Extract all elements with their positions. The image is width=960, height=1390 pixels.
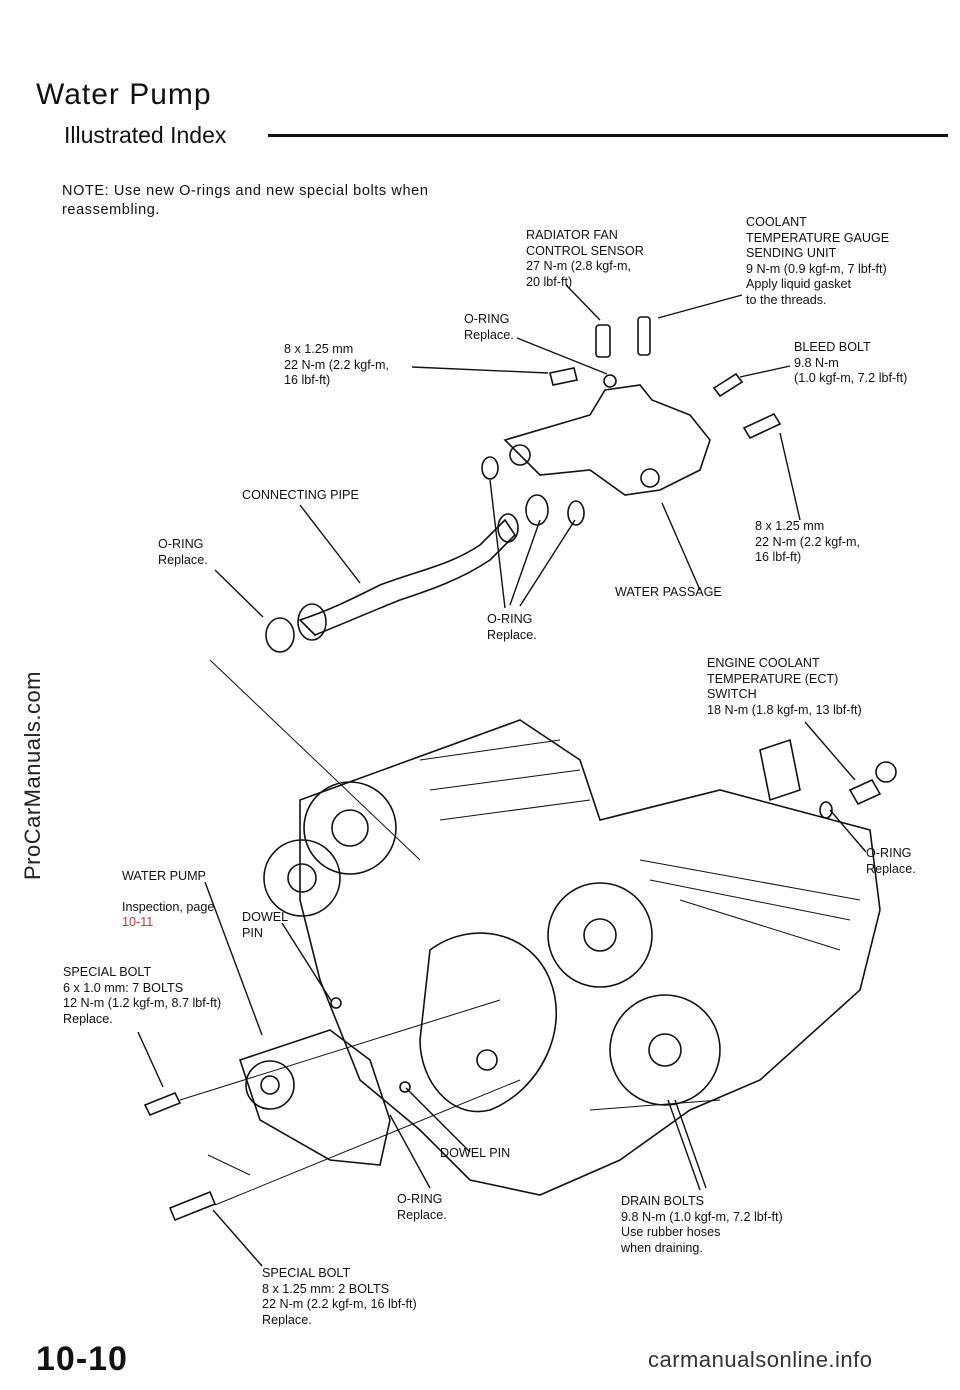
label-ect-switch: ENGINE COOLANT TEMPERATURE (ECT) SWITCH … (707, 656, 862, 717)
label-dowel-pin-bottom: DOWEL PIN (440, 1146, 511, 1160)
connecting-pipe (297, 513, 519, 641)
label-o-ring-left: O-RING Replace. (158, 537, 208, 567)
label-o-ring-center: O-RING Replace. (487, 612, 537, 642)
title-rule (268, 134, 948, 137)
water-pump-inspection: Inspection, page (122, 899, 215, 914)
label-coolant-temperature-gauge: COOLANT TEMPERATURE GAUGE SENDING UNIT 9… (746, 215, 890, 307)
reassembly-note: NOTE: Use new O-rings and new special bo… (62, 183, 429, 218)
label-bolt-8x125-top: 8 x 1.25 mm 22 N-m (2.2 kgf-m, 16 lbf-ft… (284, 342, 389, 387)
label-radiator-fan-control-sensor: RADIATOR FAN CONTROL SENSOR 27 N-m (2.8 … (526, 228, 644, 289)
label-drain-bolts: DRAIN BOLTS 9.8 N-m (1.0 kgf-m, 7.2 lbf-… (621, 1194, 783, 1255)
label-water-pump: WATER PUMP Inspection, page 10-11 (115, 853, 214, 931)
leader-lines (137, 284, 867, 1267)
footer-watermark: carmanualsonline.info (648, 1347, 873, 1372)
label-dowel-pin-top: DOWEL PIN (242, 910, 289, 940)
label-special-bolt-8x125: SPECIAL BOLT 8 x 1.25 mm: 2 BOLTS 22 N-m… (262, 1266, 417, 1327)
label-special-bolt-6x10: SPECIAL BOLT 6 x 1.0 mm: 7 BOLTS 12 N-m … (63, 965, 222, 1026)
label-o-ring-top: O-RING Replace. (464, 312, 514, 342)
label-bleed-bolt: BLEED BOLT 9.8 N-m (1.0 kgf-m, 7.2 lbf-f… (794, 340, 908, 385)
label-connecting-pipe: CONNECTING PIPE (242, 488, 359, 502)
label-o-ring-right: O-RING Replace. (866, 846, 916, 876)
thermostat-housing (503, 316, 782, 496)
page-number: 10-10 (36, 1340, 128, 1378)
inspection-page-link[interactable]: 10-11 (122, 915, 154, 929)
label-water-passage: WATER PASSAGE (615, 585, 722, 599)
label-bolt-8x125-right: 8 x 1.25 mm 22 N-m (2.2 kgf-m, 16 lbf-ft… (755, 519, 860, 564)
page-title: Water Pump (36, 78, 212, 111)
water-pump (143, 997, 411, 1222)
o-rings (265, 456, 833, 819)
label-o-ring-bottom: O-RING Replace. (397, 1192, 447, 1222)
page-subtitle: Illustrated Index (64, 122, 227, 148)
water-pump-title: WATER PUMP (122, 868, 206, 883)
bolt-axis-lines (179, 659, 721, 1206)
engine-block (263, 719, 897, 1196)
